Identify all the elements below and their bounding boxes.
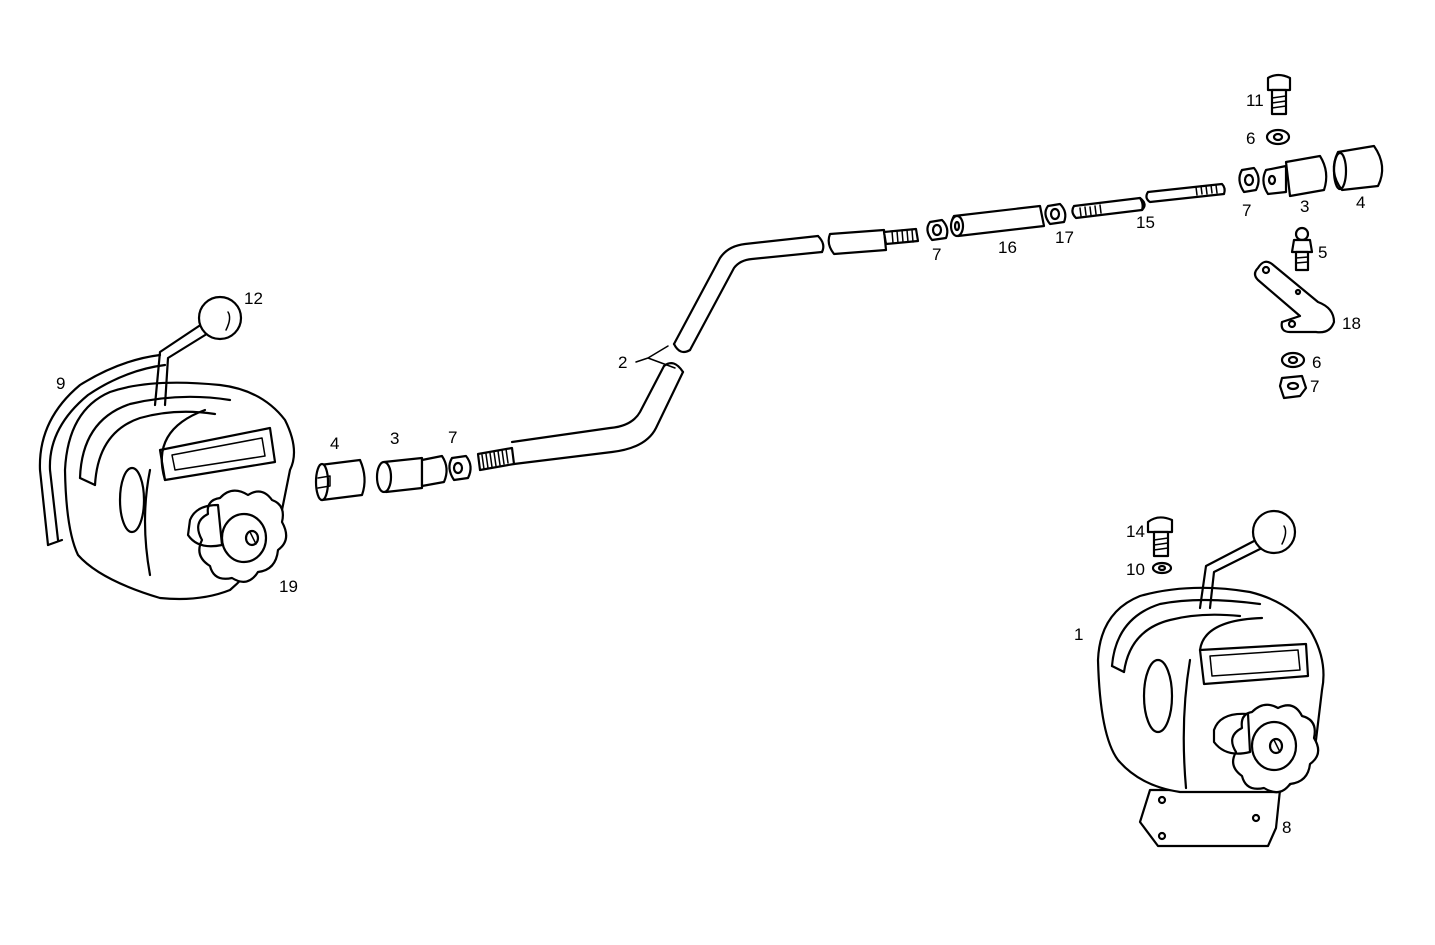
label-part-5: 5 xyxy=(1318,243,1327,262)
label-part-3-left: 3 xyxy=(390,429,399,448)
label-part-2: 2 xyxy=(618,353,627,372)
part-labels: 1 2 3 3 4 4 5 6 6 7 7 7 7 8 9 10 11 12 1… xyxy=(56,91,1365,837)
coupling-16 xyxy=(949,204,1046,238)
bushing-4-left xyxy=(314,458,366,502)
label-part-4-right: 4 xyxy=(1356,193,1365,212)
nut-17 xyxy=(1044,202,1067,226)
label-part-11: 11 xyxy=(1246,91,1264,110)
right-control-housing xyxy=(1096,509,1325,848)
label-part-7-bottom: 7 xyxy=(1310,377,1319,396)
washer-6-top xyxy=(1265,128,1291,146)
label-part-6-bottom: 6 xyxy=(1312,353,1321,372)
label-part-10: 10 xyxy=(1126,560,1145,579)
label-part-16: 16 xyxy=(998,238,1017,257)
rod-15 xyxy=(1071,182,1226,220)
sleeve-3-right xyxy=(1262,154,1328,198)
nut-7-bottom xyxy=(1278,374,1308,400)
ball-stud-5 xyxy=(1290,226,1314,272)
label-part-7-right: 7 xyxy=(1242,201,1251,220)
nut-7-right xyxy=(1238,166,1260,194)
label-part-12: 12 xyxy=(244,289,263,308)
label-part-14: 14 xyxy=(1126,522,1145,541)
label-part-6-top: 6 xyxy=(1246,129,1255,148)
label-part-17: 17 xyxy=(1055,228,1074,247)
label-part-1: 1 xyxy=(1074,625,1083,644)
label-part-7-center: 7 xyxy=(932,245,941,264)
label-part-15: 15 xyxy=(1136,213,1155,232)
label-part-19: 19 xyxy=(279,577,298,596)
control-cable-2 xyxy=(476,227,920,472)
sleeve-3-left xyxy=(375,454,448,494)
bolt-11 xyxy=(1266,73,1292,116)
left-control-housing xyxy=(38,295,296,601)
bushing-4-right xyxy=(1332,144,1384,192)
label-part-3-right: 3 xyxy=(1300,197,1309,216)
washer-6-bottom xyxy=(1280,351,1306,369)
label-part-9: 9 xyxy=(56,374,65,393)
nut-7-left xyxy=(448,454,472,482)
label-part-8: 8 xyxy=(1282,818,1291,837)
lever-arm-18 xyxy=(1253,260,1336,334)
label-part-4-left: 4 xyxy=(330,434,339,453)
label-part-7-left: 7 xyxy=(448,428,457,447)
label-part-18: 18 xyxy=(1342,314,1361,333)
nut-7-center xyxy=(926,218,949,242)
